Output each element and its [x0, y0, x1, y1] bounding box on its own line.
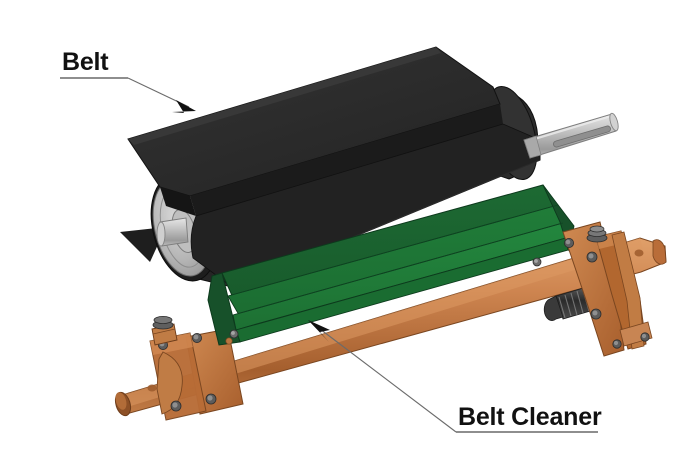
callout-leaders	[60, 77, 598, 433]
shaft-keyway	[553, 125, 611, 148]
drive-shaft-right	[523, 112, 619, 159]
label-belt: Belt	[62, 48, 109, 76]
cleaner-arrowhead	[308, 320, 330, 342]
belt-cleaner-blade	[207, 184, 575, 346]
right-clamp-collar	[586, 225, 608, 243]
left-mounting-bracket	[149, 315, 244, 421]
blade-fasteners	[225, 257, 542, 345]
belt-arrowhead	[172, 100, 196, 113]
pulley-assembly	[120, 46, 541, 288]
cleaner-mounting-tube	[114, 237, 667, 417]
bracket-bolts-right	[564, 237, 650, 349]
left-clamp-collar	[151, 315, 178, 346]
label-belt-cleaner: Belt Cleaner	[458, 403, 602, 431]
right-tensioner-bracket	[562, 221, 653, 357]
cleaner-leader-line	[319, 328, 457, 433]
